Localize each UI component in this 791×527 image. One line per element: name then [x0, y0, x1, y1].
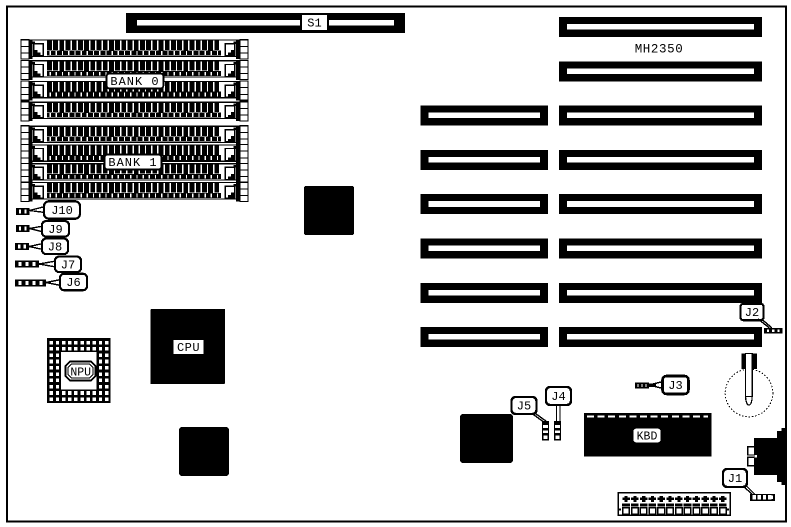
- svg-text:J1: J1: [728, 472, 742, 486]
- svg-text:J10: J10: [51, 204, 73, 218]
- svg-text:MH2350: MH2350: [635, 42, 684, 56]
- svg-text:J5: J5: [517, 400, 531, 414]
- svg-text:J3: J3: [668, 379, 682, 393]
- svg-text:J2: J2: [745, 306, 759, 320]
- svg-text:J8: J8: [48, 241, 62, 255]
- svg-text:KBD: KBD: [637, 431, 658, 444]
- svg-text:J4: J4: [551, 390, 565, 404]
- svg-text:S1: S1: [307, 17, 321, 31]
- svg-text:NPU: NPU: [70, 366, 91, 379]
- svg-text:BANK 0: BANK 0: [110, 75, 159, 89]
- svg-text:J6: J6: [66, 276, 80, 290]
- svg-text:BANK 1: BANK 1: [108, 156, 157, 170]
- svg-text:J7: J7: [61, 259, 75, 273]
- svg-text:CPU: CPU: [177, 341, 200, 355]
- svg-text:J9: J9: [48, 223, 62, 237]
